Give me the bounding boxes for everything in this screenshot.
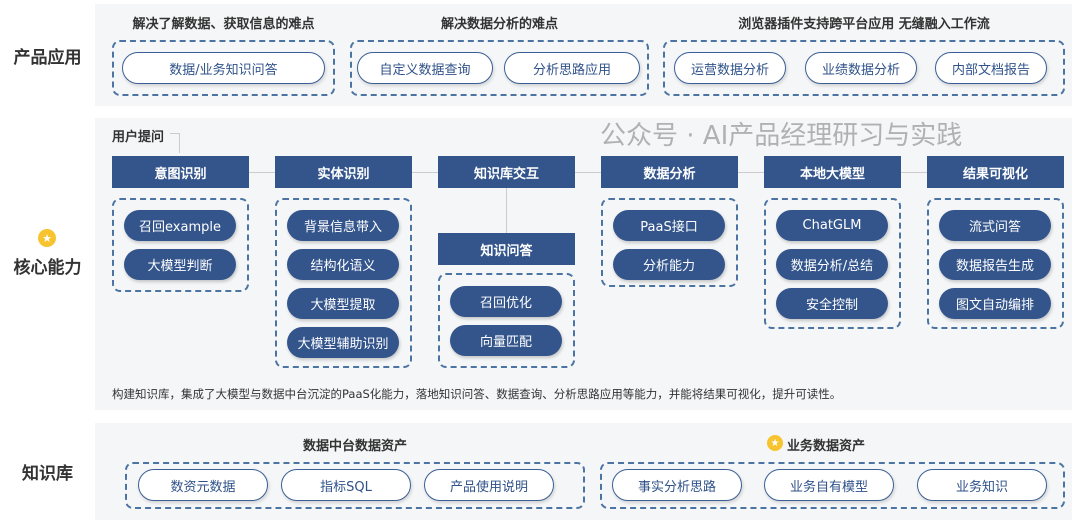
kb-pill[interactable]: 产品使用说明 [424, 469, 554, 501]
product-pill[interactable]: 内部文档报告 [935, 52, 1047, 84]
core-pill[interactable]: 流式问答 [939, 210, 1051, 241]
step-box [438, 273, 575, 368]
flow-arrow [249, 172, 275, 173]
section-label-product: 产品应用 [13, 48, 82, 68]
kb-pill[interactable]: 业务自有模型 [764, 469, 894, 501]
star-icon: ★ [767, 435, 783, 451]
product-pill[interactable]: 数据/业务知识问答 [122, 52, 325, 84]
kb-pill[interactable]: 业务知识 [917, 469, 1047, 501]
group-title: 解决数据分析的难点 [440, 17, 558, 32]
step-header-visual: 结果可视化 [927, 156, 1064, 188]
step-header-intent: 意图识别 [112, 156, 249, 188]
product-pill[interactable]: 业绩数据分析 [805, 52, 917, 84]
core-pill[interactable]: 大模型判断 [124, 249, 236, 280]
section-label-core: 核心能力 [13, 258, 82, 278]
core-pill[interactable]: 大模型辅助识别 [287, 327, 399, 358]
core-pill[interactable]: 召回example [124, 210, 236, 241]
core-pill[interactable]: PaaS接口 [613, 210, 725, 241]
step-box [275, 198, 412, 368]
flow-arrow [575, 172, 601, 173]
step-header-llm: 本地大模型 [764, 156, 901, 188]
product-pill[interactable]: 自定义数据查询 [357, 52, 493, 84]
step-header-qa: 知识问答 [438, 233, 575, 265]
core-pill[interactable]: 图文自动编排 [939, 288, 1051, 319]
group-title: 浏览器插件支持跨平台应用 无缝融入工作流 [738, 17, 990, 32]
user-question-label: 用户提问 [112, 130, 165, 145]
step-box [927, 198, 1064, 329]
step-header-entity: 实体识别 [275, 156, 412, 188]
section-label-kb: 知识库 [22, 464, 73, 484]
flow-arrow [901, 172, 927, 173]
core-pill[interactable]: 背景信息带入 [287, 210, 399, 241]
core-pill[interactable]: 大模型提取 [287, 288, 399, 319]
group-box [663, 40, 1065, 96]
kb-pill[interactable]: 数资元数据 [138, 469, 268, 501]
step-header-kb: 知识库交互 [438, 156, 575, 188]
kb-pill[interactable]: 事实分析思路 [612, 469, 742, 501]
flow-arrow [738, 172, 764, 173]
group-box [112, 40, 335, 96]
group-box [350, 40, 649, 96]
core-pill[interactable]: 向量匹配 [450, 325, 562, 356]
product-pill[interactable]: 分析思路应用 [504, 52, 640, 84]
core-panel [95, 118, 1072, 410]
step-box [112, 198, 249, 292]
core-pill[interactable]: 召回优化 [450, 286, 562, 317]
star-icon: ★ [38, 229, 56, 247]
group-title: 数据中台数据资产 [302, 439, 407, 454]
core-pill[interactable]: ChatGLM [776, 210, 888, 241]
flow-arrow [170, 133, 180, 153]
core-pill[interactable]: 结构化语义 [287, 249, 399, 280]
step-box [764, 198, 901, 329]
group-box [600, 462, 1065, 509]
group-title: 业务数据资产 [787, 439, 866, 454]
group-box [125, 462, 585, 509]
step-box [601, 198, 738, 287]
core-pill[interactable]: 数据分析/总结 [776, 249, 888, 280]
flow-arrow [506, 188, 507, 233]
core-pill[interactable]: 安全控制 [776, 288, 888, 319]
group-title: 解决了解数据、获取信息的难点 [132, 17, 315, 32]
core-pill[interactable]: 数据报告生成 [939, 249, 1051, 280]
core-pill[interactable]: 分析能力 [613, 249, 725, 280]
product-pill[interactable]: 运营数据分析 [674, 52, 786, 84]
step-header-analysis: 数据分析 [601, 156, 738, 188]
flow-arrow [412, 172, 438, 173]
core-description: 构建知识库，集成了大模型与数据中台沉淀的PaaS化能力，落地知识问答、数据查询、… [112, 387, 842, 401]
kb-pill[interactable]: 指标SQL [281, 469, 411, 501]
